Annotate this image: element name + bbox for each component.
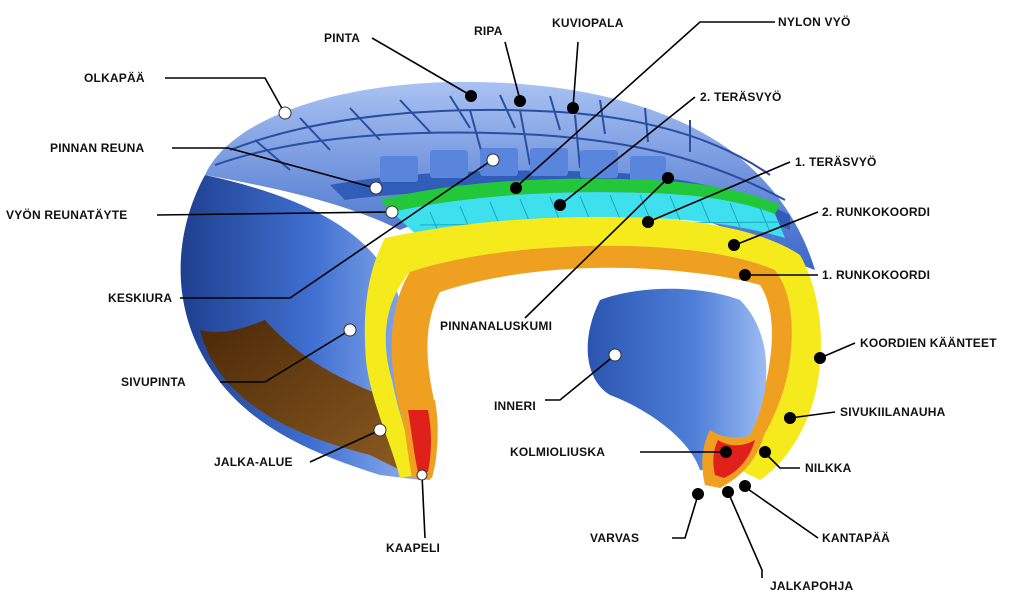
label-kantapaa: KANTAPÄÄ xyxy=(822,530,890,545)
label-terasvyo-2: 2. TERÄSVYÖ xyxy=(700,89,782,104)
label-olkapaa: OLKAPÄÄ xyxy=(84,70,145,85)
label-pinnanaluskumi: PINNANALUSKUMI xyxy=(440,319,552,333)
label-kaapeli: KAAPELI xyxy=(386,541,440,555)
label-keskiura: KESKIURA xyxy=(108,291,172,305)
label-sivupinta: SIVUPINTA xyxy=(121,375,186,389)
label-vyon-reunatayte: VYÖN REUNATÄYTE xyxy=(6,207,127,222)
label-runkokoordi-1: 1. RUNKOKOORDI xyxy=(822,268,930,282)
label-runkokoordi-2: 2. RUNKOKOORDI xyxy=(822,205,930,219)
label-nylon-vyo: NYLON VYÖ xyxy=(778,14,850,29)
label-koordien-kaanteet: KOORDIEN KÄÄNTEET xyxy=(860,335,997,350)
label-nilkka: NILKKA xyxy=(805,461,852,475)
label-kuviopala: KUVIOPALA xyxy=(552,16,624,30)
label-pinta: PINTA xyxy=(324,31,360,45)
label-sivukiilanauha: SIVUKIILANAUHA xyxy=(840,405,946,419)
label-jalka-alue: JALKA-ALUE xyxy=(214,455,293,469)
label-jalkapohja: JALKAPOHJA xyxy=(770,579,853,593)
label-inneri: INNERI xyxy=(494,399,536,413)
label-ripa: RIPA xyxy=(474,24,503,38)
label-varvas: VARVAS xyxy=(590,531,639,545)
label-kolmioliuska: KOLMIOLIUSKA xyxy=(510,445,605,459)
label-pinnan-reuna: PINNAN REUNA xyxy=(50,141,145,155)
label-terasvyo-1: 1. TERÄSVYÖ xyxy=(795,154,877,169)
